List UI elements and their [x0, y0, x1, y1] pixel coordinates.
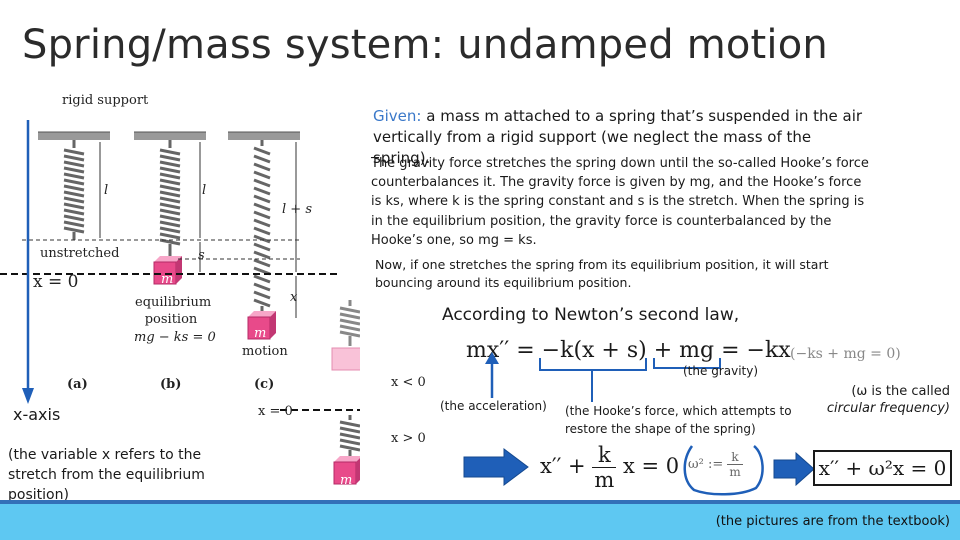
label-s: s: [198, 248, 205, 263]
label-x-lt-zero: x < 0: [391, 375, 426, 390]
label-mg-ks: mg − ks = 0: [134, 330, 216, 345]
footer-line: [0, 500, 960, 504]
note-omega-term: circular frequency): [826, 401, 950, 416]
page-title: Spring/mass system: undamped motion: [22, 22, 828, 68]
support-b: [134, 132, 206, 140]
note-omega: (ω is the called circular frequency): [800, 383, 950, 417]
support-c: [228, 132, 300, 140]
label-m-e: m: [340, 473, 353, 488]
label-l-b: l: [202, 183, 207, 198]
label-unstretched: unstretched: [40, 246, 120, 261]
x-axis-arrowhead: [22, 388, 34, 404]
hooke-bracket: [539, 358, 647, 371]
label-x-gt-zero: x > 0: [391, 431, 426, 446]
omega-definition: ω² := k m: [688, 450, 743, 479]
footer-bar: (the pictures are from the textbook): [0, 500, 960, 540]
mass-c: [247, 311, 276, 340]
acceleration-arrowhead: [485, 352, 499, 364]
spring-d: [339, 300, 360, 346]
right-arrow-icon: [773, 452, 815, 486]
equation-bottom: x′′ + k m x = 0: [540, 443, 679, 492]
mass-d: [331, 347, 360, 371]
equation-main: mx′′ = −k(x + s) + mg = −kx: [466, 338, 791, 363]
eq-bottom-num: k: [592, 443, 617, 468]
annotation-brackets: [485, 352, 721, 402]
label-x-eq-zero: x = 0: [33, 272, 79, 292]
spring-a: [63, 140, 85, 240]
given-paragraph: Given: a mass m attached to a spring tha…: [373, 106, 873, 169]
equation-final: x′′ + ω²x = 0: [813, 450, 952, 486]
label-x-eq-zero-b: x = 0: [258, 404, 293, 419]
label-l-plus-s: l + s: [282, 202, 312, 217]
spring-b: [159, 140, 181, 258]
spring-e: [339, 415, 360, 458]
label-rigid-support: rigid support: [62, 93, 149, 108]
omega-def-num: k: [727, 450, 743, 465]
eq-bottom-left: x′′ +: [540, 454, 586, 478]
label-a: (a): [67, 377, 88, 392]
label-c: (c): [254, 377, 275, 392]
right-arrow-icon: [463, 448, 529, 486]
x-axis-label: x-axis: [13, 405, 61, 424]
footer-text: (the pictures are from the textbook): [715, 514, 950, 529]
label-l-a: l: [104, 183, 109, 198]
omega-circle: [683, 445, 764, 496]
eq-bottom-den: m: [594, 468, 615, 492]
note-omega-prefix: (ω is the called: [851, 384, 950, 399]
gravity-paragraph: The gravity force stretches the spring d…: [371, 156, 869, 248]
omega-def-den: m: [729, 465, 741, 479]
newton-line: According to Newton’s second law,: [442, 305, 740, 325]
label-b: (b): [160, 377, 182, 392]
label-m-c: m: [254, 326, 267, 341]
gravity-bracket: [653, 358, 721, 369]
note-gravity: (the gravity): [683, 364, 759, 378]
mass-e: [333, 456, 360, 485]
note-hooke: (the Hooke’s force, which attempts to re…: [565, 404, 792, 436]
spring-figure: [0, 120, 360, 485]
variable-note: (the variable x refers to the stretch fr…: [8, 447, 205, 503]
dimension-markers: [99, 142, 297, 318]
eq-bottom-fraction: k m: [592, 443, 617, 492]
eq-bottom-right: x = 0: [622, 454, 680, 478]
given-label: Given:: [373, 107, 422, 125]
equation-aside: (−ks + mg = 0): [790, 346, 901, 362]
omega-def-fraction: k m: [727, 450, 743, 479]
note-acceleration: (the acceleration): [440, 399, 547, 413]
label-x: x: [290, 290, 298, 305]
now-paragraph: Now, if one stretches the spring from it…: [375, 257, 829, 290]
given-text: a mass m attached to a spring that’s sus…: [373, 107, 863, 167]
label-m-b: m: [161, 272, 174, 287]
support-a: [38, 132, 110, 140]
spring-c: [253, 140, 271, 314]
omega-def-left: ω² :=: [688, 457, 724, 472]
label-equilibrium: equilibrium position: [135, 295, 212, 327]
label-motion: motion: [242, 344, 288, 359]
